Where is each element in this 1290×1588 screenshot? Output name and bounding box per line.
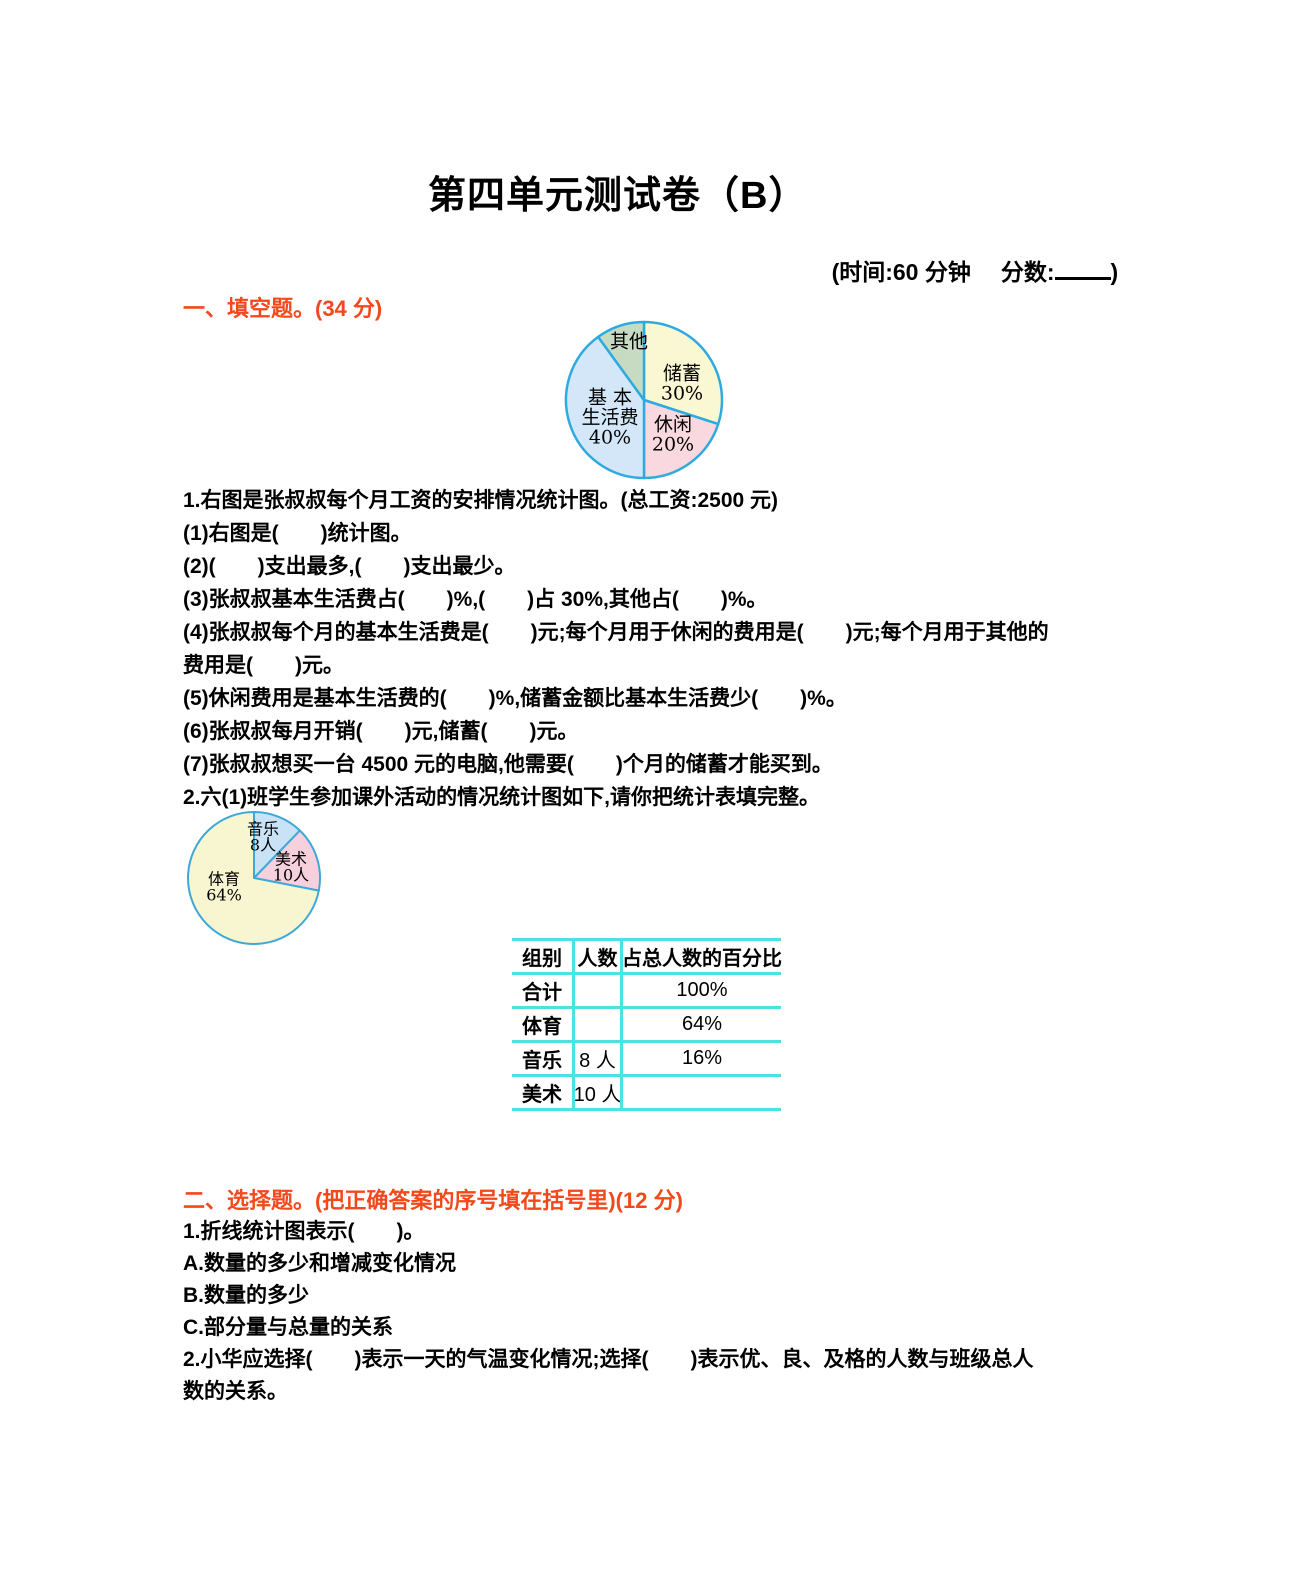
time-label: (时间:60 分钟 [831,259,971,285]
text-line: (4)张叔叔每个月的基本生活费是( )元;每个月用于休闲的费用是( )元;每个月… [183,621,1049,644]
pie-label-其他: 其他 [610,331,648,353]
pie-slice-储蓄 [642,320,724,426]
pie-slice-基本生活费 [564,335,646,480]
table-cell [620,1077,781,1111]
meta-close-paren: ) [1110,259,1119,285]
table-cell: 64% [620,1009,781,1043]
table-header-cell: 人数 [572,941,620,975]
table-header-cell: 占总人数的百分比 [620,941,782,975]
pie-slice-体育 [187,811,320,945]
text-line: (1)右图是( )统计图。 [183,522,412,545]
page-title: 第四单元测试卷（B） [428,175,808,217]
text-line: A.数量的多少和增减变化情况 [183,1252,456,1275]
section-fill-heading: 一、填空题。(34 分) [183,296,383,321]
section-choice-heading: 二、选择题。(把正确答案的序号填在括号里)(12 分) [183,1188,683,1213]
table-cell: 100% [620,975,781,1009]
pie-slice-休闲 [642,398,720,480]
text-line: 1.折线统计图表示( )。 [183,1220,425,1243]
table-cell: 16% [620,1043,781,1077]
table-cell [572,975,620,1009]
exam-meta: (时间:60 分钟 分数:) [806,226,1119,314]
table-cell: 合计 [512,975,572,1009]
pie-slice-美术 [253,829,322,892]
text-line: (7)张叔叔想买一台 4500 元的电脑,他需要( )个月的储蓄才能买到。 [183,753,833,776]
text-line: 2.六(1)班学生参加课外活动的情况统计图如下,请你把统计表填完整。 [183,786,821,809]
text-line: B.数量的多少 [183,1284,309,1307]
table-cell: 10 人 [572,1077,621,1111]
table-header-cell: 组别 [512,941,572,975]
pie-slice-其他 [596,320,646,402]
table-cell: 音乐 [512,1043,572,1077]
table-cell [572,1009,620,1043]
table-cell: 8 人 [572,1043,620,1077]
score-blank-line [1054,271,1111,280]
text-line: 1.右图是张叔叔每个月工资的安排情况统计图。(总工资:2500 元) [183,489,779,512]
text-line: (2)( )支出最多,( )支出最少。 [183,555,516,578]
text-line: (3)张叔叔基本生活费占( )%,( )占 30%,其他占( )%。 [183,588,768,611]
text-line: 数的关系。 [183,1380,288,1403]
choice-questions: 1.折线统计图表示( )。 A.数量的多少和增减变化情况 B.数量的多少 C.部分量与… [183,1216,1143,1408]
text-line: (6)张叔叔每月开销( )元,储蓄( )元。 [183,720,579,743]
fill-in-questions: 1.右图是张叔叔每个月工资的安排情况统计图。(总工资:2500 元) (1)右图是… [183,484,1143,814]
score-label: 分数: [1000,259,1055,285]
table-cell: 美术 [512,1077,572,1111]
text-line: C.部分量与总量的关系 [183,1316,393,1339]
table-cell: 体育 [512,1009,572,1043]
text-line: 费用是( )元。 [183,654,344,677]
text-line: 2.小华应选择( )表示一天的气温变化情况;选择( )表示优、良、及格的人数与班… [183,1348,1034,1371]
text-line: (5)休闲费用是基本生活费的( )%,储蓄金额比基本生活费少( )%。 [183,687,847,710]
